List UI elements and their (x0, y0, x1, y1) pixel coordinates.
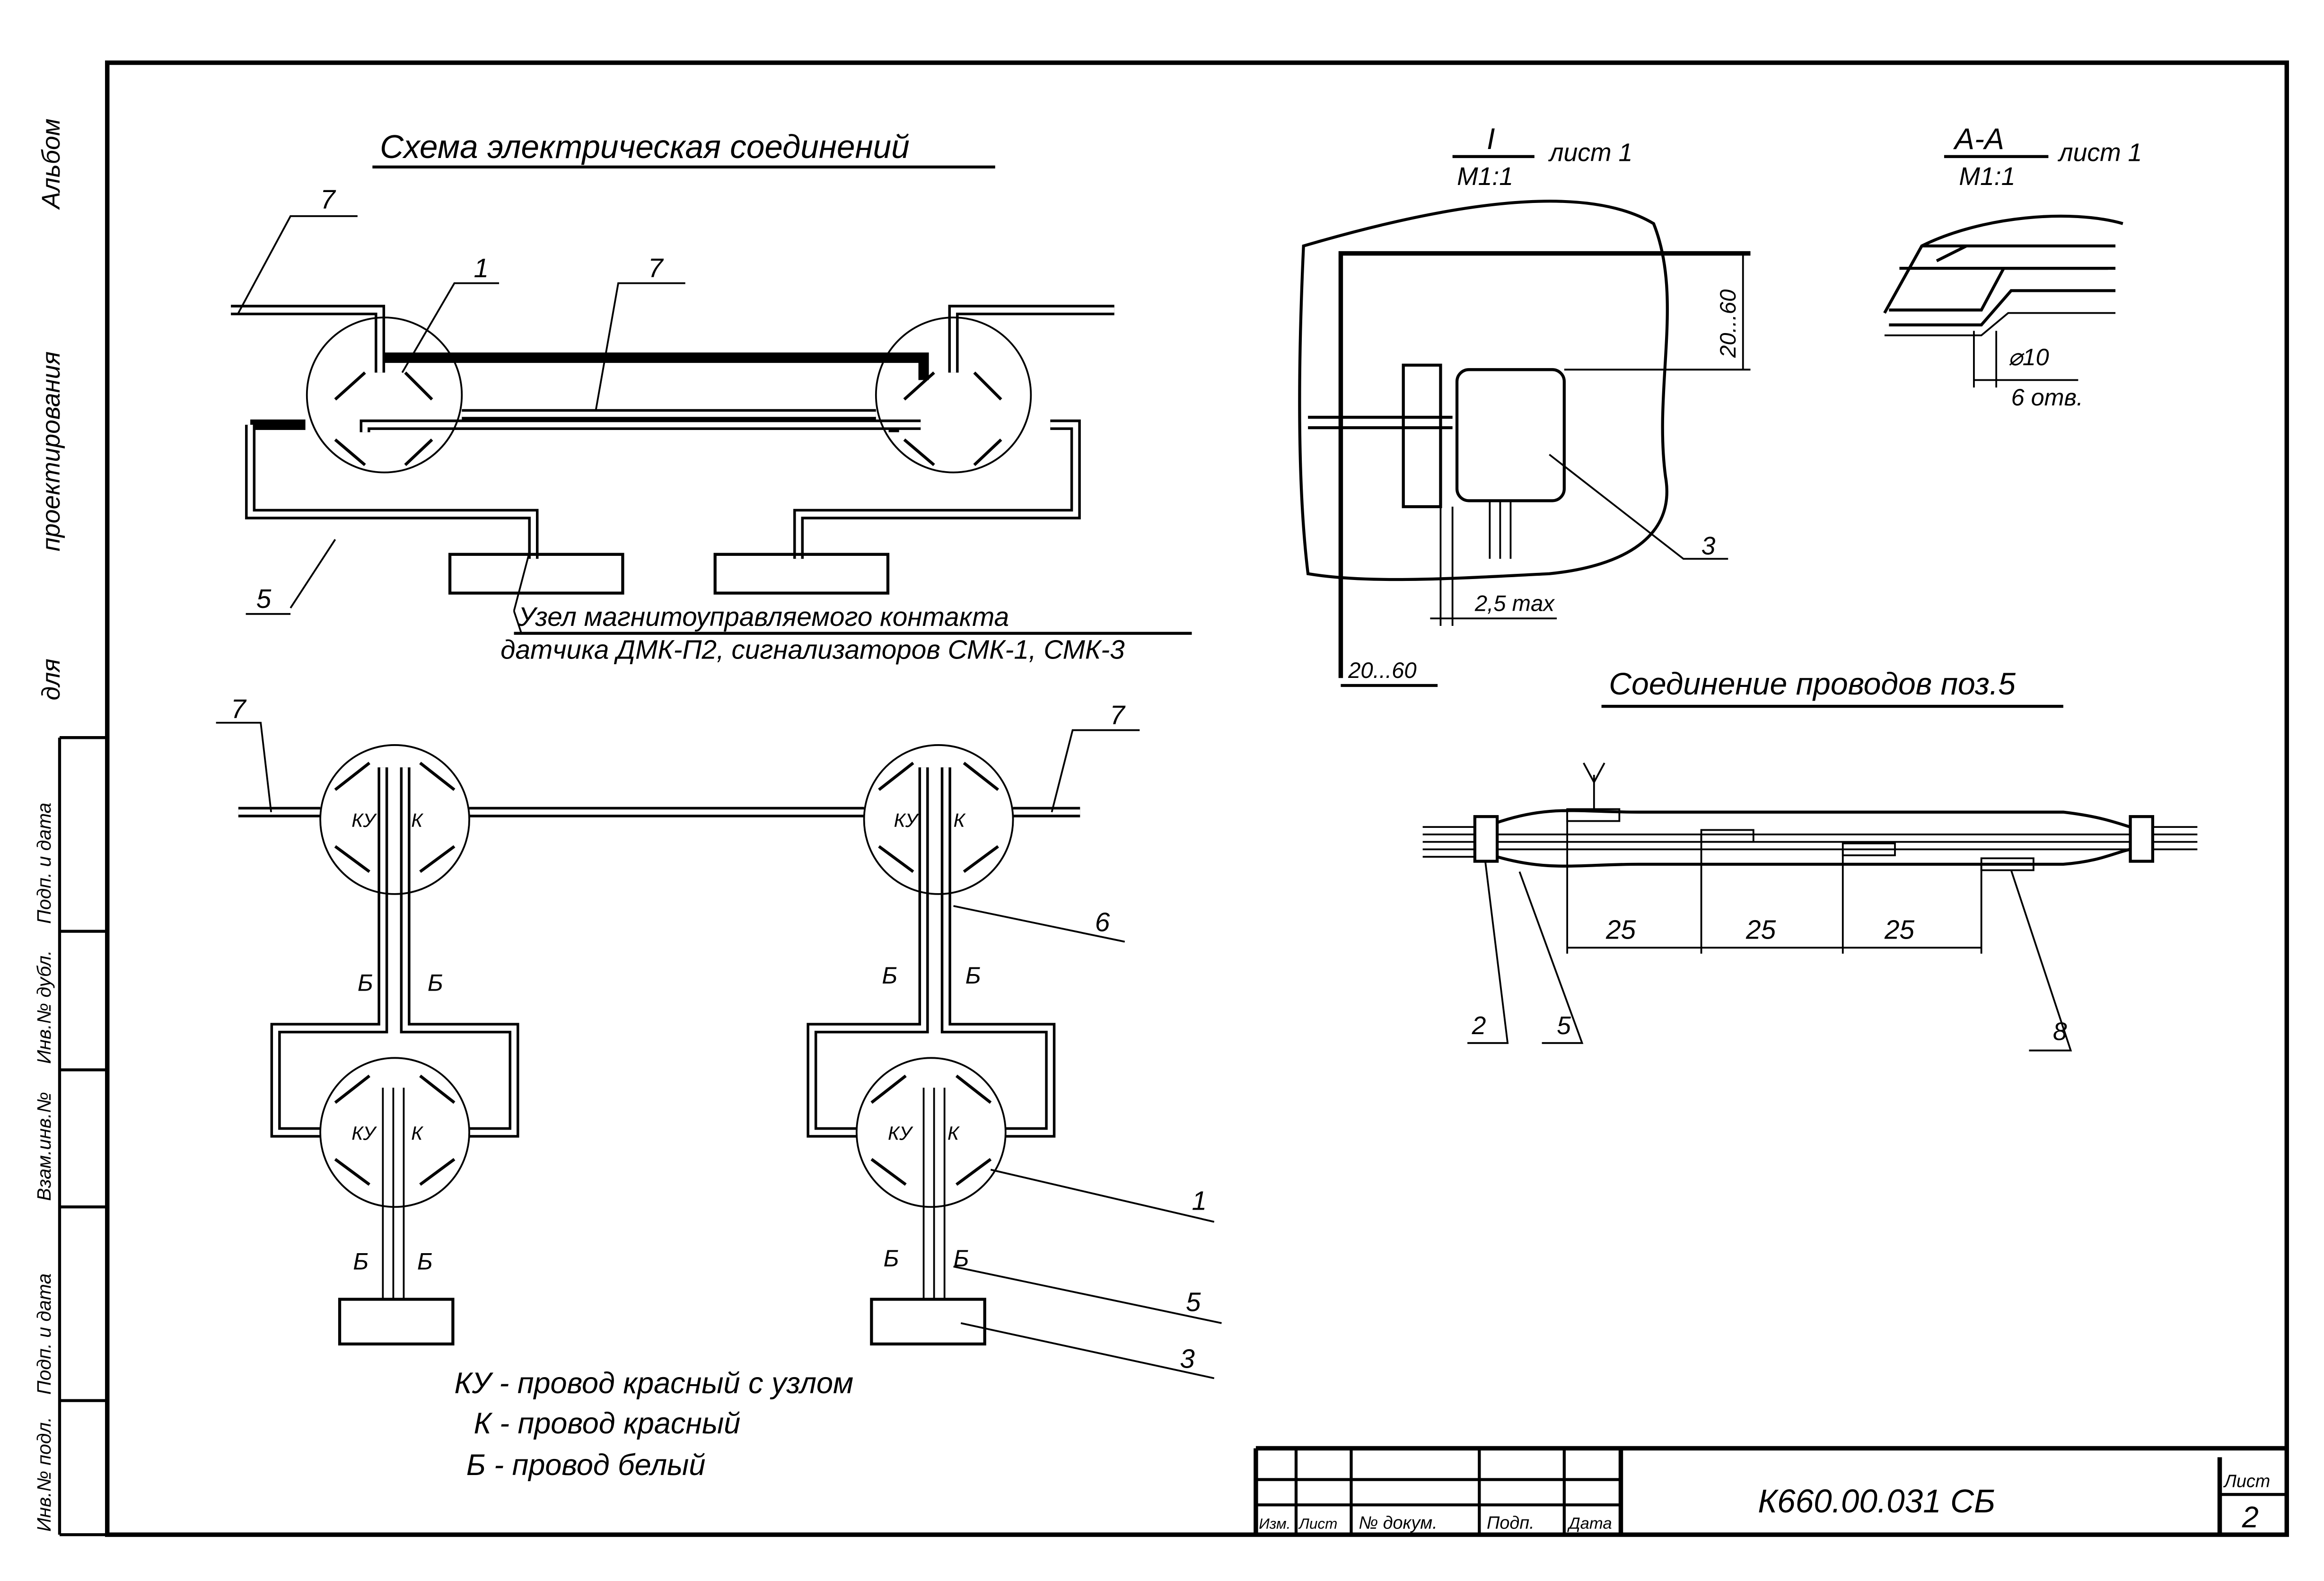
dim-horizontal: 20...60 (1348, 658, 1416, 683)
pos-7: 7 (320, 185, 336, 215)
sensor-node (855, 1057, 1007, 1208)
sheet-number: 2 (2242, 1501, 2259, 1534)
splice-dim: 25 (1605, 915, 1636, 945)
pos-7: 7 (231, 694, 247, 724)
wire-label-b: Б (358, 969, 373, 996)
hole-diameter: ⌀10 (2008, 343, 2049, 370)
margin-cell-1: Подп. и дата (33, 803, 55, 924)
pos-5: 5 (1186, 1288, 1201, 1318)
pos-3: 3 (1701, 532, 1716, 560)
dim-vertical: 20...60 (1716, 290, 1741, 358)
tb-header-date: Дата (1567, 1515, 1612, 1533)
margin-album: Альбом (37, 119, 65, 211)
pos-5: 5 (256, 584, 272, 614)
doc-number: К660.00.031 СБ (1758, 1483, 1995, 1520)
splice-detail: Соединение проводов поз.5 25 25 25 2 5 8 (1422, 667, 2198, 1052)
scheme-title: Схема электрическая соединений (380, 128, 910, 165)
pos-5: 5 (1557, 1012, 1571, 1040)
splice-dim: 25 (1745, 915, 1776, 945)
detail-i: I М1:1 лист 1 20...60 2,5 max 20...60 3 (1298, 123, 1751, 687)
contact-block (870, 1298, 986, 1346)
pos-6: 6 (1095, 908, 1110, 938)
contact-block (713, 553, 890, 595)
margin-cell-2: Инв.№ дубл. (33, 950, 55, 1064)
margin-cell-3: Взам.инв.№ (33, 1092, 55, 1201)
legend-b: Б - провод белый (466, 1449, 706, 1482)
contact-block (448, 553, 624, 595)
detail-i-scale: М1:1 (1457, 163, 1513, 191)
wire-label-k: К (954, 809, 966, 831)
holes-count: 6 отв. (2011, 384, 2083, 411)
pos-2: 2 (1472, 1012, 1486, 1040)
sheet-frame (105, 60, 2289, 1537)
tb-header-change: Изм. (1259, 1515, 1290, 1532)
wire-label-b: Б (428, 969, 443, 996)
contact-block (338, 1298, 455, 1346)
bottom-scheme: КУ К КУ К КУ К КУ К Б Б Б Б Б Б Б Б 7 7 … (216, 694, 1222, 1482)
sensor-node (306, 316, 463, 474)
wire-label-b: Б (353, 1248, 368, 1275)
sensor-node (863, 744, 1014, 895)
pos-7: 7 (1110, 701, 1126, 730)
sensor-node (875, 316, 1032, 474)
title-block: Изм. Лист № докум. Подп. Дата К660.00.03… (1254, 1446, 2287, 1535)
section-scale: М1:1 (1959, 163, 2015, 191)
sensor-node (319, 1057, 470, 1208)
node-caption-2: датчика ДМК-П2, сигнализаторов СМК-1, СМ… (500, 635, 1125, 665)
legend-k: К - провод красный (474, 1407, 740, 1440)
margin-design: проектирования (37, 351, 65, 552)
section-sheet: лист 1 (2057, 139, 2142, 167)
margin-cell-4: Подп. и дата (33, 1274, 55, 1395)
section-label: А-А (1953, 123, 2004, 156)
detail-i-sheet: лист 1 (1548, 139, 1632, 167)
pos-1: 1 (474, 254, 489, 283)
section-aa: А-А М1:1 лист 1 ⌀10 6 отв. (1883, 123, 2142, 411)
wire-label-k: К (411, 809, 424, 831)
wire-label-ku: КУ (888, 1123, 913, 1144)
sheet-label: Лист (2223, 1471, 2270, 1491)
top-scheme: 7 1 7 5 Узел магнитоуправляемого контакт… (231, 185, 1192, 665)
wire-label-k: К (947, 1123, 960, 1144)
wire-label-b: Б (882, 962, 897, 989)
wire-label-b: Б (417, 1248, 433, 1275)
sensor-node (319, 744, 470, 895)
pos-7: 7 (648, 254, 664, 283)
wire-label-ku: КУ (894, 809, 920, 831)
wire-label-ku: КУ (351, 809, 377, 831)
pos-8: 8 (2053, 1018, 2067, 1046)
margin-for: для (37, 659, 65, 700)
splice-dim: 25 (1884, 915, 1915, 945)
margin-text: Альбом проектирования для Подп. и дата И… (33, 119, 65, 1532)
pos-1: 1 (1192, 1186, 1207, 1216)
margin-cells (59, 736, 107, 1402)
detail-i-label: I (1487, 123, 1495, 156)
dim-gap: 2,5 max (1474, 591, 1555, 616)
pos-3: 3 (1180, 1344, 1195, 1374)
wire-label-ku: КУ (351, 1123, 377, 1144)
tb-header-sign: Подп. (1487, 1513, 1535, 1533)
node-caption-1: Узел магнитоуправляемого контакта (518, 602, 1009, 632)
tb-header-sheet: Лист (1298, 1515, 1337, 1532)
tb-header-doc: № докум. (1359, 1513, 1437, 1533)
legend-ku: КУ - провод красный с узлом (455, 1367, 854, 1400)
margin-cell-5: Инв.№ подл. (33, 1417, 55, 1532)
wire-label-b: Б (965, 962, 981, 989)
splice-title: Соединение проводов поз.5 (1609, 667, 2016, 702)
wire-label-b: Б (884, 1245, 899, 1272)
wire-label-k: К (411, 1123, 424, 1144)
